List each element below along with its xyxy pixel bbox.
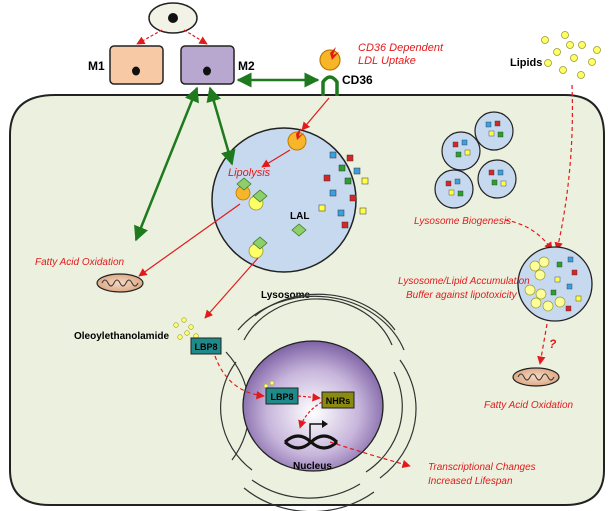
lbp8-to-nhrs-arrow bbox=[297, 393, 321, 402]
transcription-arrowhead-icon bbox=[322, 420, 328, 428]
endoplasmic-reticulum bbox=[220, 293, 417, 511]
m2-macrophage bbox=[180, 45, 235, 85]
lysosome bbox=[211, 127, 357, 273]
small-lysosome-cargo bbox=[445, 120, 507, 197]
mitochondrion-icon bbox=[96, 273, 144, 293]
biogenesis-arrow bbox=[504, 219, 553, 251]
lbp8-outer bbox=[190, 337, 222, 355]
dna-to-transcription-arrow bbox=[329, 441, 411, 469]
mitochondrion-right-icon bbox=[512, 367, 560, 387]
lysosome-to-oea-arrow bbox=[204, 257, 259, 319]
lysosome-cargo bbox=[318, 151, 369, 229]
accumulation-label-2: Buffer against lipotoxicity bbox=[406, 290, 518, 301]
transcription-label-2: Increased Lifespan bbox=[428, 476, 513, 487]
lysosome-biogenesis-label: Lysosome Biogenesis bbox=[414, 216, 511, 227]
lipolysis-to-fao-arrow bbox=[138, 203, 241, 277]
fao-left-label: Fatty Acid Oxidation bbox=[35, 257, 125, 268]
lysosome-label: Lysosome bbox=[261, 290, 311, 301]
transcription-label-1: Transcriptional Changes bbox=[428, 462, 536, 473]
internalized-ldl-icon bbox=[287, 128, 307, 151]
transcription-arrow-icon bbox=[309, 423, 326, 440]
m1-macrophage bbox=[109, 45, 164, 85]
small-lysosomes bbox=[434, 111, 517, 209]
dna-helix-icon bbox=[283, 434, 339, 450]
arrow-to-m2 bbox=[183, 29, 208, 45]
m2-label: M2 bbox=[238, 59, 255, 73]
lipids-to-lysosome-arrow bbox=[554, 84, 574, 251]
lal-enzyme-icon bbox=[291, 223, 307, 237]
ldl-particle-icon bbox=[319, 47, 341, 71]
lipolysis-label: Lipolysis bbox=[228, 167, 271, 179]
m2-nucleus-icon bbox=[203, 66, 211, 76]
question-mark: ? bbox=[549, 337, 557, 351]
lbp8-inner-label: LBP8 bbox=[270, 392, 293, 402]
nhrs-box bbox=[321, 391, 355, 409]
nucleus bbox=[242, 340, 384, 472]
fao-right-label: Fatty Acid Oxidation bbox=[484, 400, 574, 411]
lal-label: LAL bbox=[290, 211, 309, 222]
lipids-label: Lipids bbox=[510, 57, 542, 69]
lipids-cluster bbox=[541, 31, 601, 79]
lipid-droplets-icon bbox=[524, 256, 566, 312]
cd36-uptake-label-2: LDL Uptake bbox=[358, 55, 416, 67]
nhrs-label: NHRs bbox=[326, 396, 351, 406]
arrow-to-m1 bbox=[136, 29, 163, 45]
nhrs-to-dna-arrow bbox=[298, 401, 323, 429]
lbp8-outer-label: LBP8 bbox=[194, 342, 217, 352]
nucleus-label: Nucleus bbox=[293, 461, 332, 472]
lipid-laden-cargo bbox=[550, 256, 582, 312]
m2-to-fao-arrow bbox=[134, 86, 199, 242]
m2-to-lipolysis-arrow bbox=[206, 86, 236, 166]
lipid-product-lower-icon bbox=[248, 236, 268, 259]
lipolysis-arrow bbox=[261, 149, 291, 168]
m1-label: M1 bbox=[88, 59, 105, 73]
m1-nucleus-icon bbox=[132, 66, 140, 76]
cd36-label: CD36 bbox=[342, 73, 373, 87]
lipid-product-icon bbox=[235, 177, 268, 211]
accumulation-label-1: Lysosome/Lipid Accumulation bbox=[398, 276, 530, 287]
cd36-to-lysosome-arrow bbox=[301, 97, 330, 131]
precursor-cell-icon bbox=[148, 2, 198, 34]
cd36-receptor-icon bbox=[321, 75, 339, 96]
oleoylethanolamide-label: Oleoylethanolamide bbox=[74, 331, 169, 342]
cd36-uptake-label-1: CD36 Dependent bbox=[358, 42, 444, 54]
oea-nuclear-dots bbox=[263, 380, 275, 389]
